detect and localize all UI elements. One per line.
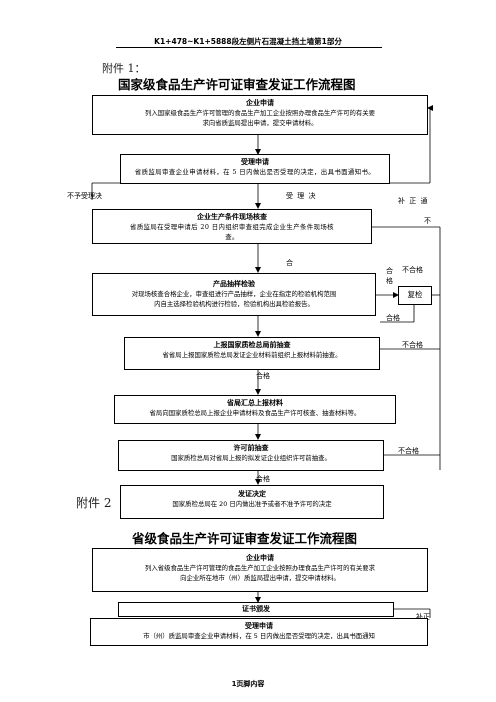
attachment-1-label: 附件 1：	[102, 62, 146, 75]
box-desc: 省省局上报国家质检总局发证企业材料前组织上报材料前抽查。	[162, 351, 342, 359]
box-desc: 国家质检总局对省局上报的拟发证企业组织许可前抽查。	[171, 454, 331, 462]
label-pass-precheck: 合格	[256, 475, 270, 483]
box-desc: 国家质检总局在 20 日内做出准予或者不准予许可的决定	[172, 500, 332, 508]
label-accept-decision: 受 理 决	[286, 192, 317, 200]
box-title: 企业申请	[246, 99, 274, 107]
box-title: 产品抽样检验	[213, 280, 255, 288]
box-summary-report: 省局汇总上报材料 省局向国家质检总局上报企业申请材料及食品生产许可核查、抽查材料…	[114, 395, 396, 424]
box-pre-license-check: 许可前抽查 国家质检总局对省局上报的拟发证企业组织许可前抽查。	[118, 440, 384, 471]
box-title: 受理申请	[245, 622, 273, 630]
label-reject-decision: 不予受理决	[67, 192, 102, 200]
box-desc-2: 查。	[225, 233, 239, 241]
attachment-1-title: 国家级食品生产许可证审查发证工作流程图	[118, 77, 356, 92]
attachment-2-title: 省级食品生产许可证审查发证工作流程图	[132, 531, 358, 546]
label-fail-recheck: 不合格	[402, 266, 423, 274]
page-header: K1+478~K1+5888段左侧片石混凝土挡土墙第1部分	[154, 37, 342, 46]
box-title: 受理申请	[241, 158, 269, 166]
box-desc: 列入省级食品生产许可管理的食品生产加工企业按照办理食品生产许可的有关要求	[144, 564, 376, 572]
label-pass-inspection: 合	[286, 259, 293, 267]
box-enterprise-application-2: 企业申请 列入省级食品生产许可管理的食品生产加工企业按照办理食品生产许可的有关要…	[92, 548, 428, 592]
label-pass-report: 合格	[256, 372, 270, 380]
box-desc-2: 求向省质监局提出申请，提交申请材料。	[202, 119, 318, 127]
box-desc: 市（州）质监局审查企业申请材料，在 5 日内做出是否受理的决定，出具书面通知	[143, 632, 375, 640]
box-certificate-issue: 证书颁发	[118, 602, 394, 617]
box-sample-inspection: 产品抽样检验 对现场核查合格企业，审查组进行产品抽样，企业在指定的检验机构范围 …	[92, 273, 376, 316]
box-title: 证书颁发	[242, 605, 270, 613]
box-site-inspection: 企业生产条件现场核查 省质监局在受理申请后 20 日内组织审查组完成企业生产条件…	[92, 209, 372, 244]
box-desc-2: 内自主选择检验机构进行检验，检验机构出具检验报告。	[154, 300, 314, 308]
label-fail-report: 不合格	[402, 341, 423, 349]
box-title: 上报国家质检总局前抽查	[213, 341, 291, 349]
box-accept-application-2: 受理申请 市（州）质监局审查企业申请材料，在 5 日内做出是否受理的决定，出具书…	[90, 618, 428, 646]
label-correction: 补正	[416, 613, 430, 621]
box-title: 许可前抽查	[233, 444, 269, 452]
box-desc: 列入国家级食品生产许可管理的食品生产加工企业按照办理食品生产许可的有关要	[144, 109, 376, 117]
attachment-2-label: 附件 2	[76, 496, 112, 510]
label-recheck-pass: 合格	[386, 314, 400, 322]
label-pass-vertical: 合格	[386, 267, 393, 285]
box-license-decision: 发证决定 国家质检总局在 20 日内做出准予或者不准予许可的决定	[120, 485, 384, 519]
box-enterprise-application: 企业申请 列入国家级食品生产许可管理的食品生产加工企业按照办理食品生产许可的有关…	[92, 95, 428, 135]
box-title: 复检	[407, 290, 423, 299]
box-title: 企业生产条件现场核查	[197, 213, 267, 221]
page-footer: 1页脚内容	[231, 680, 265, 688]
box-desc: 省质监局审查企业申请材料，在 5 日内做出是否受理的决定，出具书面通知书。	[134, 168, 376, 176]
label-fail-precheck: 不合格	[398, 447, 419, 455]
box-desc-2: 向企业所在地市（州）质监局提出申请，提交申请材料。	[180, 574, 340, 582]
label-not-pass-1: 不	[424, 217, 431, 225]
header-rule	[116, 47, 382, 48]
label-supplement-notice: 补 正 通	[398, 197, 429, 205]
box-title: 省局汇总上报材料	[227, 399, 283, 407]
box-accept-application: 受理申请 省质监局审查企业申请材料，在 5 日内做出是否受理的决定，出具书面通知…	[120, 154, 390, 184]
box-title: 企业申请	[246, 554, 274, 562]
box-recheck: 复检	[398, 286, 432, 305]
box-desc: 对现场核查合格企业，审查组进行产品抽样，企业在指定的检验机构范围	[131, 290, 337, 298]
box-desc: 省质监局在受理申请后 20 日内组织审查组完成企业生产条件现场核	[130, 223, 334, 231]
box-desc: 省局向国家质检总局上报企业申请材料及食品生产许可核查、抽查材料等。	[149, 409, 361, 417]
box-pre-report-check: 上报国家质检总局前抽查 省省局上报国家质检总局发证企业材料前组织上报材料前抽查。	[124, 337, 380, 370]
box-title: 发证决定	[238, 490, 266, 498]
